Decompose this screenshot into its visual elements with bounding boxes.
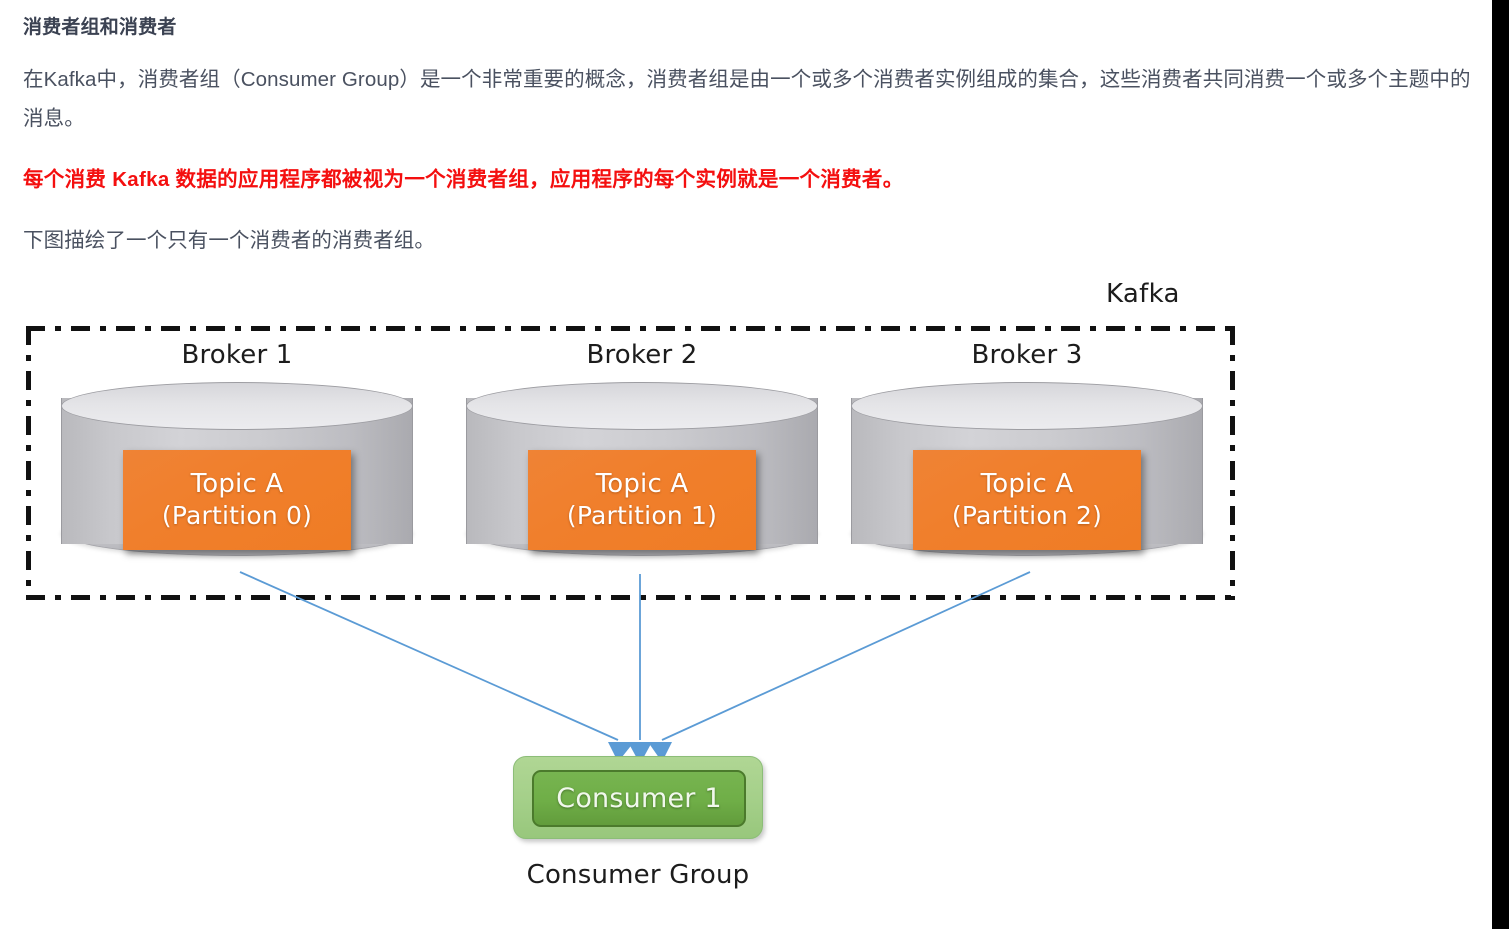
article-body: 消费者组和消费者 在Kafka中，消费者组（Consumer Group）是一个… — [23, 0, 1473, 260]
arrow-line-broker-1 — [239, 571, 619, 741]
topic-name-2: Topic A — [595, 469, 689, 499]
topic-partition-box-1: Topic A (Partition 0) — [123, 450, 351, 550]
consumer-instance-1: Consumer 1 — [532, 770, 746, 827]
broker-title-2: Broker 2 — [586, 340, 698, 370]
cylinder-top-1 — [61, 382, 413, 430]
arrow-line-broker-3 — [661, 571, 1031, 741]
paragraph-highlight: 每个消费 Kafka 数据的应用程序都被视为一个消费者组，应用程序的每个实例就是… — [23, 168, 904, 191]
broker-node-1: Broker 1 Topic A (Partition 0) — [61, 340, 413, 560]
topic-name-3: Topic A — [980, 469, 1074, 499]
consumer-group-box: Consumer 1 — [513, 756, 763, 839]
arrow-head-broker-1 — [608, 742, 634, 762]
broker-cylinder-icon-1: Topic A (Partition 0) — [61, 382, 413, 560]
consumption-arrows — [239, 571, 1031, 764]
cylinder-top-3 — [851, 382, 1203, 430]
topic-partition-1: (Partition 0) — [161, 501, 313, 530]
cluster-label: Kafka — [1106, 279, 1180, 309]
broker-title-1: Broker 1 — [181, 340, 293, 370]
broker-title-3: Broker 3 — [971, 340, 1083, 370]
kafka-consumer-group-diagram: Kafka Broker 1 Topic A (Partition 0) Bro… — [0, 272, 1300, 912]
topic-name-1: Topic A — [190, 469, 284, 499]
topic-partition-3: (Partition 2) — [951, 501, 1103, 530]
arrow-head-broker-2 — [628, 742, 652, 764]
cylinder-top-2 — [466, 382, 818, 430]
paragraph-figure-caption: 下图描绘了一个只有一个消费者的消费者组。 — [23, 229, 435, 252]
right-edge-gutter — [1492, 0, 1509, 929]
cluster-border-bottom — [26, 595, 1235, 600]
broker-node-3: Broker 3 Topic A (Partition 2) — [851, 340, 1203, 560]
page-title: 消费者组和消费者 — [23, 17, 177, 38]
broker-cylinder-icon-2: Topic A (Partition 1) — [466, 382, 818, 560]
topic-partition-box-3: Topic A (Partition 2) — [913, 450, 1141, 550]
paragraph-intro: 在Kafka中，消费者组（Consumer Group）是一个非常重要的概念，消… — [23, 68, 1471, 130]
kafka-cluster-boundary — [26, 326, 1235, 600]
arrow-head-broker-3 — [648, 742, 672, 762]
cluster-border-right — [1230, 326, 1235, 600]
cluster-border-top — [26, 326, 1235, 331]
consumer-group-label: Consumer Group — [526, 860, 750, 890]
cluster-border-left — [26, 326, 31, 600]
topic-partition-box-2: Topic A (Partition 1) — [528, 450, 756, 550]
broker-cylinder-icon-3: Topic A (Partition 2) — [851, 382, 1203, 560]
topic-partition-2: (Partition 1) — [566, 501, 718, 530]
broker-node-2: Broker 2 Topic A (Partition 1) — [466, 340, 818, 560]
